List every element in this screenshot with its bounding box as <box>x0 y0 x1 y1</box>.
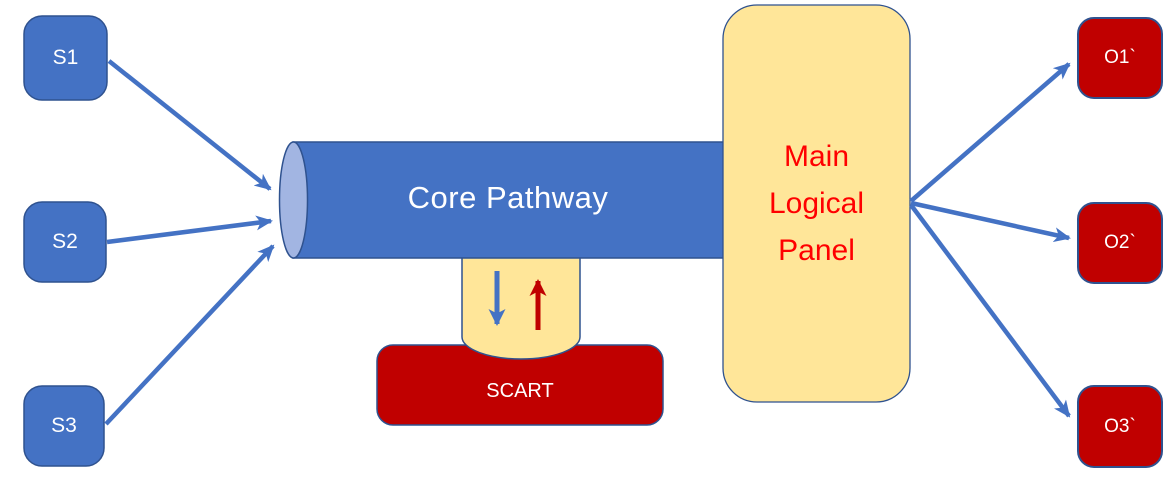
arrow-s1-to-core <box>107 59 272 191</box>
main-logical-panel <box>722 4 911 403</box>
arrow-s3-to-core <box>104 244 275 426</box>
input-node-s2 <box>23 201 107 283</box>
arrow-panel-to-o1 <box>909 62 1071 203</box>
scart-connector-tube <box>461 247 581 360</box>
arrow-panel-to-o2 <box>910 200 1071 243</box>
output-node-o2 <box>1077 202 1163 284</box>
output-node-o1 <box>1077 17 1163 99</box>
arrow-panel-to-o3 <box>909 203 1071 418</box>
core-cylinder-body <box>292 141 730 259</box>
core-cylinder-cap <box>278 141 309 259</box>
input-node-s3 <box>23 385 105 467</box>
output-node-o3 <box>1077 385 1163 468</box>
arrow-s2-to-core <box>106 215 273 245</box>
input-node-s1 <box>23 15 108 101</box>
